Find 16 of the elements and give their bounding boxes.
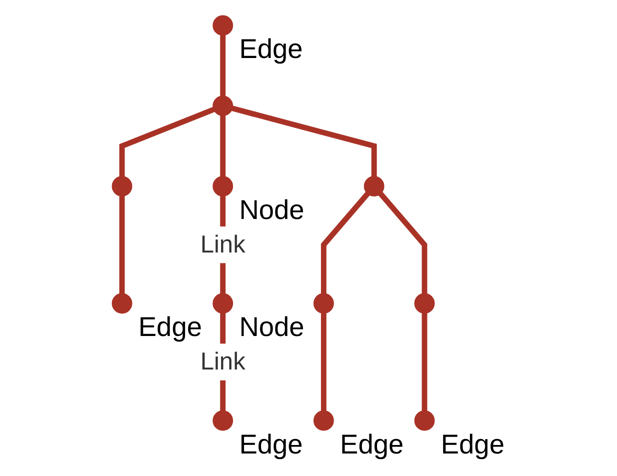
connector-line [320, 312, 326, 412]
connector-line [119, 106, 215, 177]
connector-line [119, 196, 125, 294]
node-label: Node [239, 194, 304, 225]
node-label: Node [239, 311, 304, 342]
connector-line [422, 312, 428, 412]
node-label: Edge [340, 428, 404, 460]
connector-line [320, 192, 370, 294]
node-label: Edge [239, 33, 303, 64]
node-label: Edge [440, 428, 505, 460]
node-label: Edge [239, 428, 303, 460]
node-label: Edge [138, 311, 202, 342]
connector-line [378, 192, 428, 294]
connector-line [231, 106, 377, 177]
connector-line [220, 115, 226, 177]
connector-line [220, 34, 226, 96]
